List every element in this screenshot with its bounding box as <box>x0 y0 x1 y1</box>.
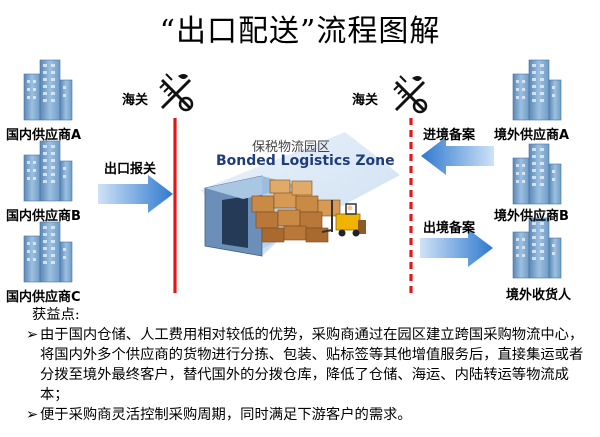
customs-label-left: 海关 <box>122 93 149 108</box>
domestic-supplier-b-label: 国内供应商B <box>6 209 81 224</box>
arrow-bullet-icon: ➢ <box>26 407 38 423</box>
customs-label-right: 海关 <box>352 93 379 108</box>
building-icon <box>512 59 562 121</box>
building-icon <box>512 217 562 279</box>
benefits-heading: 获益点: <box>32 307 80 323</box>
export-declaration-label: 出口报关 <box>104 162 157 177</box>
benefit-text: 由于国内仓储、人工费用相对较低的优势，采购商通过在园区建立跨国采购物流中心，将国… <box>40 327 584 403</box>
export-arrow-icon <box>98 175 173 213</box>
import-arrow-icon <box>421 137 494 175</box>
benefits-section: 获益点: ➢由于国内仓储、人工费用相对较低的优势，采购商通过在园区建立跨国采购物… <box>26 305 594 425</box>
cargo-boxes-icon <box>251 179 341 243</box>
zone-name-en: Bonded Logistics Zone <box>216 153 395 169</box>
page-title: “出口配送”流程图解 <box>159 14 441 49</box>
arrow-bullet-icon: ➢ <box>26 327 38 343</box>
benefit-item: ➢由于国内仓储、人工费用相对较低的优势，采购商通过在园区建立跨国采购物流中心，将… <box>26 325 594 405</box>
building-icon <box>512 143 562 205</box>
domestic-supplier-c-label: 国内供应商C <box>6 290 81 305</box>
building-icon <box>23 221 73 283</box>
outbound-filing-label: 出境备案 <box>423 221 476 236</box>
overseas-consignee-label: 境外收货人 <box>506 288 572 303</box>
customs-emblem-icon <box>158 72 194 112</box>
customs-emblem-icon <box>392 74 428 114</box>
forklift-icon <box>321 200 366 237</box>
benefit-text: 便于采购商灵活控制采购周期，同时满足下游客户的需求。 <box>40 407 412 423</box>
overseas-supplier-b-label: 境外供应商B <box>494 209 569 224</box>
building-icon <box>23 140 73 202</box>
building-icon <box>23 59 73 121</box>
outbound-arrow-icon <box>420 229 493 267</box>
domestic-supplier-a-label: 国内供应商A <box>6 128 82 143</box>
import-filing-label: 进境备案 <box>423 128 476 143</box>
overseas-supplier-a-label: 境外供应商A <box>494 128 570 143</box>
benefit-item: ➢便于采购商灵活控制采购周期，同时满足下游客户的需求。 <box>26 405 594 425</box>
zone-name-cn: 保税物流园区 <box>252 140 331 155</box>
